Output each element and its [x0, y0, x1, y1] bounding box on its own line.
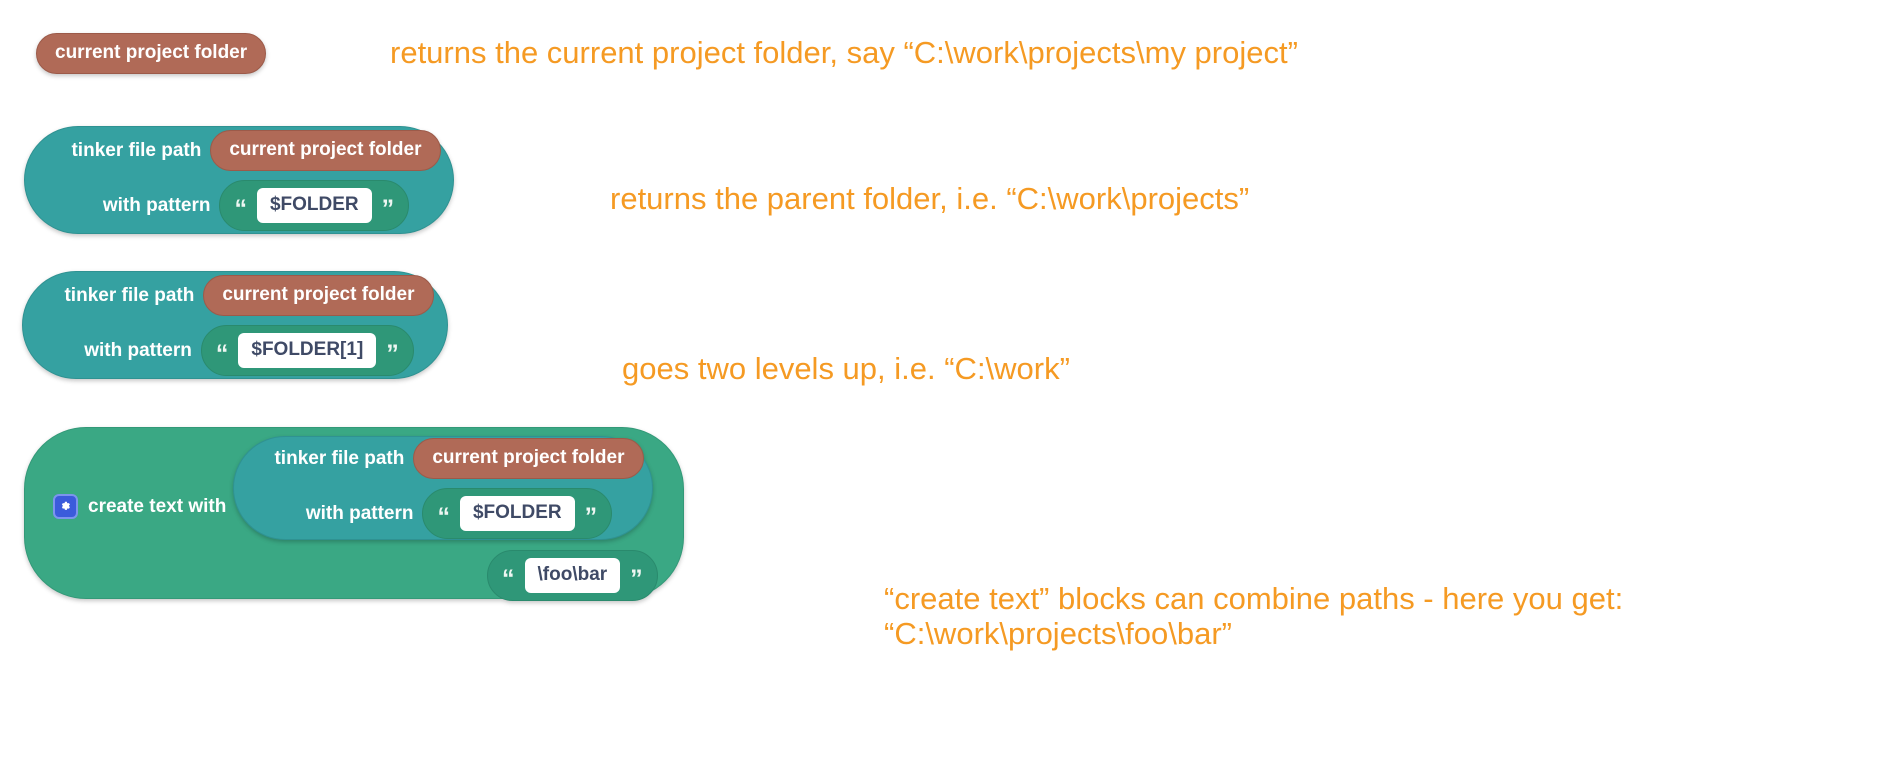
label-with-pattern: with pattern: [84, 339, 192, 361]
annotation-parent-folder: returns the parent folder, i.e. “C:\work…: [610, 181, 1250, 216]
open-quote-icon: “: [502, 565, 515, 594]
block-create-text-with[interactable]: create text with tinker file path curren…: [24, 427, 684, 601]
block-row-tinker-file-path: tinker file path current project folder: [71, 129, 441, 171]
foo-bar-text-field[interactable]: \foo\bar: [524, 558, 621, 593]
open-quote-icon: “: [437, 502, 450, 531]
open-quote-icon: “: [234, 194, 247, 223]
block-row-with-pattern: with pattern “ $FOLDER[1] ”: [84, 324, 414, 376]
block-tinker-file-path-folder[interactable]: tinker file path current project folder …: [24, 126, 454, 234]
annotation-two-levels-up: goes two levels up, i.e. “C:\work”: [622, 351, 1070, 386]
block-row-with-pattern: with pattern “ $FOLDER ”: [102, 179, 410, 231]
label-with-pattern: with pattern: [102, 194, 211, 216]
annotation-create-text-combine: “create text” blocks can combine paths -…: [884, 581, 1624, 651]
gear-icon[interactable]: [53, 494, 78, 519]
open-quote-icon: “: [215, 339, 229, 368]
string-slot-pattern[interactable]: “ $FOLDER ”: [219, 179, 410, 231]
create-text-with-header: create text with: [53, 494, 226, 519]
block-row-tinker-file-path: tinker file path current project folder: [64, 274, 434, 316]
label-tinker-file-path: tinker file path: [64, 284, 195, 306]
block-row-tinker-file-path: tinker file path current project folder: [274, 437, 644, 479]
reporter-current-project-folder[interactable]: current project folder: [36, 33, 267, 74]
string-slot-pattern[interactable]: “ $FOLDER[1] ”: [200, 324, 414, 376]
string-slot-pattern[interactable]: “ $FOLDER ”: [422, 487, 613, 539]
block-tinker-file-path-folder-1[interactable]: tinker file path current project folder …: [22, 271, 448, 379]
reporter-current-project-folder[interactable]: current project folder: [203, 274, 434, 316]
block-row-with-pattern: with pattern “ $FOLDER ”: [305, 487, 613, 539]
string-slot-foo-bar[interactable]: “ \foo\bar ”: [487, 550, 658, 601]
reporter-current-project-folder[interactable]: current project folder: [210, 129, 441, 171]
label-tinker-file-path: tinker file path: [274, 447, 405, 469]
close-quote-icon: ”: [386, 339, 399, 368]
close-quote-icon: ”: [381, 194, 395, 223]
reporter-current-project-folder[interactable]: current project folder: [413, 437, 644, 479]
pattern-text-field[interactable]: $FOLDER[1]: [238, 332, 377, 368]
block-current-project-folder[interactable]: current project folder: [36, 33, 267, 74]
block-tinker-file-path-nested[interactable]: tinker file path current project folder …: [233, 436, 653, 540]
annotation-current-project-folder: returns the current project folder, say …: [390, 35, 1298, 70]
pattern-text-field[interactable]: $FOLDER: [256, 187, 372, 223]
pattern-text-field[interactable]: $FOLDER: [459, 495, 575, 531]
label-create-text-with: create text with: [88, 496, 227, 517]
label-with-pattern: with pattern: [305, 502, 414, 524]
label-tinker-file-path: tinker file path: [71, 139, 202, 161]
close-quote-icon: ”: [630, 565, 643, 594]
close-quote-icon: ”: [584, 502, 598, 531]
